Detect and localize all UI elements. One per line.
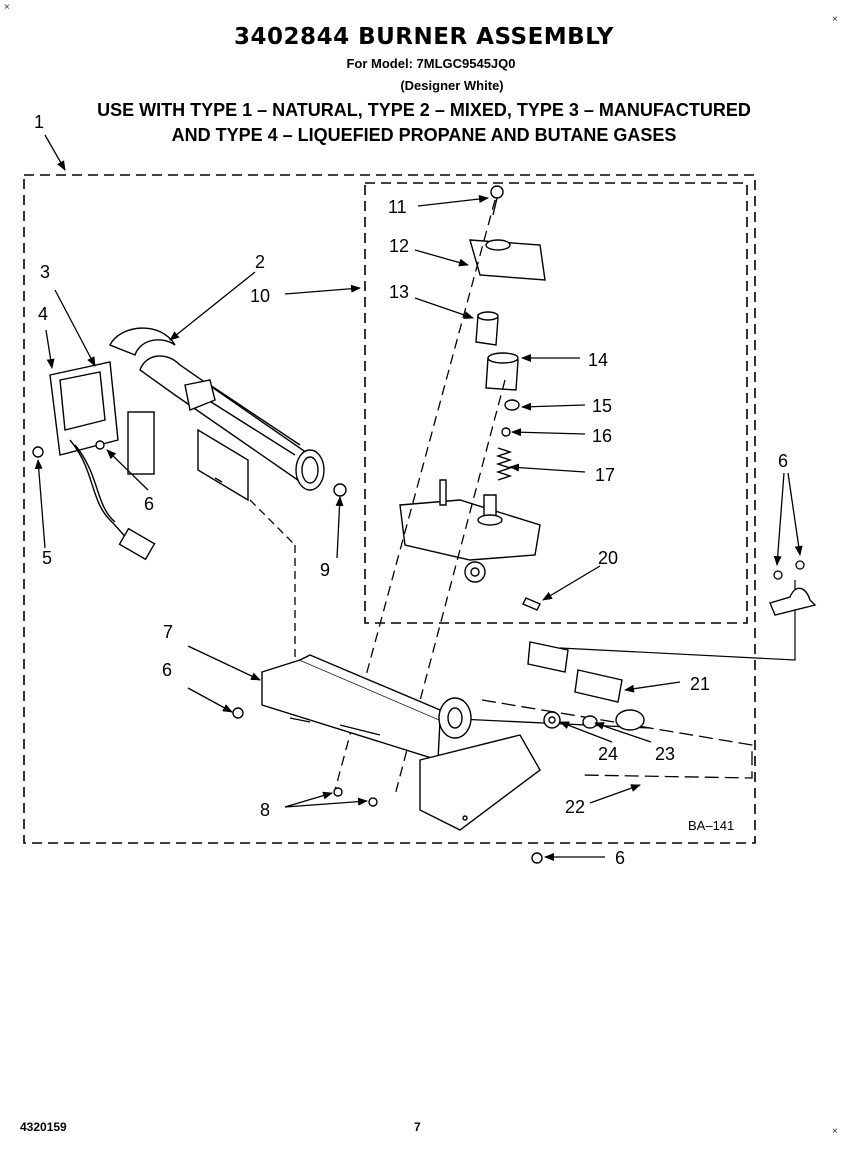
callout-6d: 6 [615, 848, 625, 868]
usage-line-1: USE WITH TYPE 1 – NATURAL, TYPE 2 – MIXE… [97, 100, 751, 120]
assembly-boundary [23, 174, 756, 844]
crop-mark-top-left: × [4, 2, 10, 13]
callout-16: 16 [592, 426, 612, 446]
callout-8: 8 [260, 800, 270, 820]
callout-15: 15 [592, 396, 612, 416]
igniter-bracket [49, 361, 156, 561]
valve-group-boundary [364, 182, 748, 624]
gas-valve [399, 239, 546, 583]
callout-13: 13 [389, 282, 409, 302]
callout-5: 5 [42, 548, 52, 568]
variant-line: (Designer White) [400, 78, 504, 93]
callout-1: 1 [34, 112, 44, 132]
inlet-pipe-parts [527, 641, 645, 731]
callout-6c: 6 [162, 660, 172, 680]
callout-6b: 6 [778, 451, 788, 471]
crop-mark-top-right: × [832, 14, 838, 25]
model-line: For Model: 7MLGC9545JQ0 [346, 56, 516, 71]
mounting-plate [197, 428, 249, 502]
callout-10: 10 [250, 286, 270, 306]
screws [32, 185, 543, 864]
callout-12: 12 [389, 236, 409, 256]
callout-11: 11 [388, 197, 407, 217]
callout-20: 20 [598, 548, 618, 568]
callout-7: 7 [163, 622, 173, 642]
callout-6a: 6 [144, 494, 154, 514]
callout-23: 23 [655, 744, 675, 764]
pipe-clamp [769, 587, 817, 616]
callout-24: 24 [598, 744, 618, 764]
diagram-reference: BA–141 [688, 818, 734, 833]
page-title: 3402844 BURNER ASSEMBLY [234, 24, 614, 50]
callout-14: 14 [588, 350, 608, 370]
callout-9: 9 [320, 560, 330, 580]
callout-22: 22 [565, 797, 585, 817]
callout-17: 17 [595, 465, 615, 485]
usage-line-2: AND TYPE 4 – LIQUEFIED PROPANE AND BUTAN… [171, 125, 677, 145]
document-number: 4320159 [20, 1120, 67, 1134]
page-number: 7 [414, 1120, 421, 1134]
callout-4: 4 [38, 304, 48, 324]
burner-tube [109, 327, 325, 491]
callout-3: 3 [40, 262, 50, 282]
crop-mark-bottom-right: × [832, 1126, 838, 1137]
burner-bracket [261, 654, 541, 831]
callout-21: 21 [690, 674, 710, 694]
callout-2: 2 [255, 252, 265, 272]
